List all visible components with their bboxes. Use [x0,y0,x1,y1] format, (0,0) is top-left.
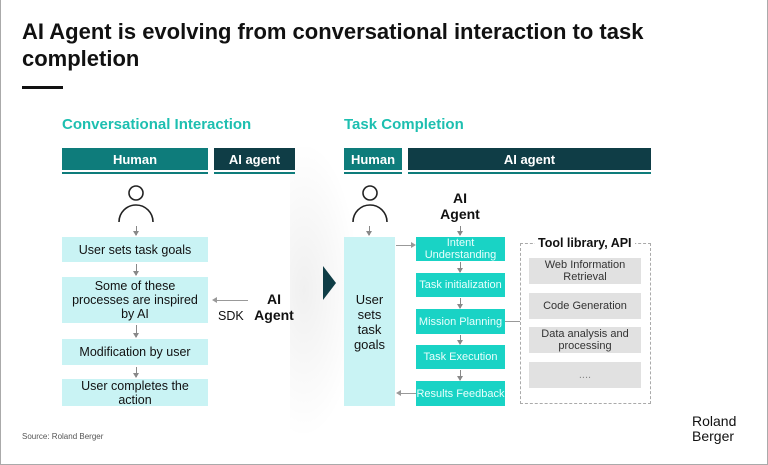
arrow-down [457,335,463,345]
tool-item: Code Generation [529,293,641,319]
ai-agent-label: AI Agent [440,190,480,222]
arrow-head [411,242,416,248]
arrow-down [133,367,139,378]
sdk-arrow [216,300,248,301]
right-heading: Task Completion [344,116,464,133]
header-underline [62,172,208,174]
step-box: User sets task goals [62,237,208,262]
arrow-right [396,245,412,246]
header-underline [408,172,651,174]
agent-step: Mission Planning [416,309,505,334]
left-heading: Conversational Interaction [62,116,252,133]
arrow-head [396,390,401,396]
arrow-down [133,264,139,276]
arrow-down [366,226,372,236]
tool-library-title: Tool library, API [535,236,635,250]
arrow-down [133,226,139,236]
step-box: Some of these processes are inspired by … [62,277,208,323]
arrow-left [400,393,416,394]
user-goals-box: User sets task goals [344,237,395,406]
header-underline [344,172,402,174]
slide-title: AI Agent is evolving from conversational… [22,19,644,71]
title-underline [22,86,63,89]
arrow-down [457,370,463,381]
tool-item: Web Information Retrieval [529,258,641,284]
sdk-label: SDK [218,309,244,323]
arrow-down [457,226,463,236]
arrow-down [133,325,139,338]
step-box: Modification by user [62,339,208,365]
right-human-header: Human [344,148,402,170]
left-agent-header: AI agent [214,148,295,170]
tool-item: Data analysis and processing [529,327,641,353]
right-agent-header: AI agent [408,148,651,170]
agent-step: Results Feedback [416,381,505,406]
agent-step: Intent Understanding [416,237,505,261]
source-note: Source: Roland Berger [22,432,104,441]
header-underline [214,172,295,174]
person-icon [352,185,388,223]
connector-line [505,321,520,322]
ai-agent-label: AI Agent [254,291,294,323]
person-icon [118,185,154,223]
arrow-head [212,297,217,303]
agent-step: Task Execution [416,345,505,369]
arrow-down [457,262,463,273]
chevron-right-icon [323,266,336,300]
roland-berger-logo: Roland Berger [692,413,737,444]
step-box: User completes the action [62,379,208,407]
left-human-header: Human [62,148,208,170]
arrow-down [457,298,463,309]
agent-step: Task initialization [416,273,505,297]
tool-item: .... [529,362,641,388]
